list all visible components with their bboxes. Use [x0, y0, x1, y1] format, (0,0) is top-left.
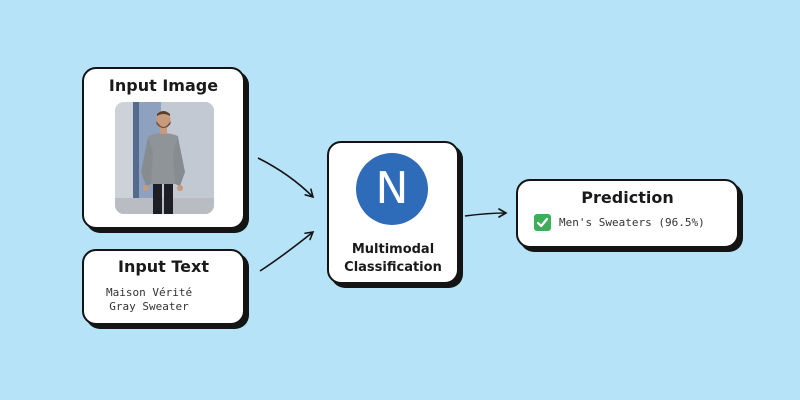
arrow-image-to-model: [257, 157, 315, 199]
prediction-result-row: Men's Sweaters (96.5%): [534, 214, 705, 231]
input-image-title: Input Image: [108, 76, 219, 95]
model-box: N Multimodal Classification: [327, 141, 459, 284]
check-icon: [534, 214, 551, 231]
person-photo-illustration: [115, 102, 214, 214]
input-image-box: Input Image: [82, 67, 245, 229]
model-label-line-1: Multimodal: [351, 242, 435, 257]
input-photo: [115, 102, 214, 214]
prediction-result: Men's Sweaters (96.5%): [559, 216, 705, 229]
arrow-text-to-model: [259, 230, 315, 272]
arrow-model-to-prediction: [464, 208, 508, 218]
n-logo-glyph: N: [376, 163, 409, 214]
input-text-title: Input Text: [117, 257, 209, 276]
model-label-line-2: Classification: [344, 260, 442, 275]
prediction-title: Prediction: [581, 188, 674, 207]
svg-text:N: N: [376, 163, 409, 214]
model-logo-icon: N: [356, 153, 428, 225]
input-text-box: Input Text Maison Vérité Gray Sweater: [82, 249, 245, 325]
prediction-box: Prediction Men's Sweaters (96.5%): [516, 179, 739, 248]
model-label: Multimodal Classification: [329, 241, 457, 277]
input-text-line-1: Maison Vérité: [106, 286, 193, 299]
input-text-content: Maison Vérité Gray Sweater: [106, 286, 192, 314]
input-text-line-2: Gray Sweater: [109, 300, 189, 313]
